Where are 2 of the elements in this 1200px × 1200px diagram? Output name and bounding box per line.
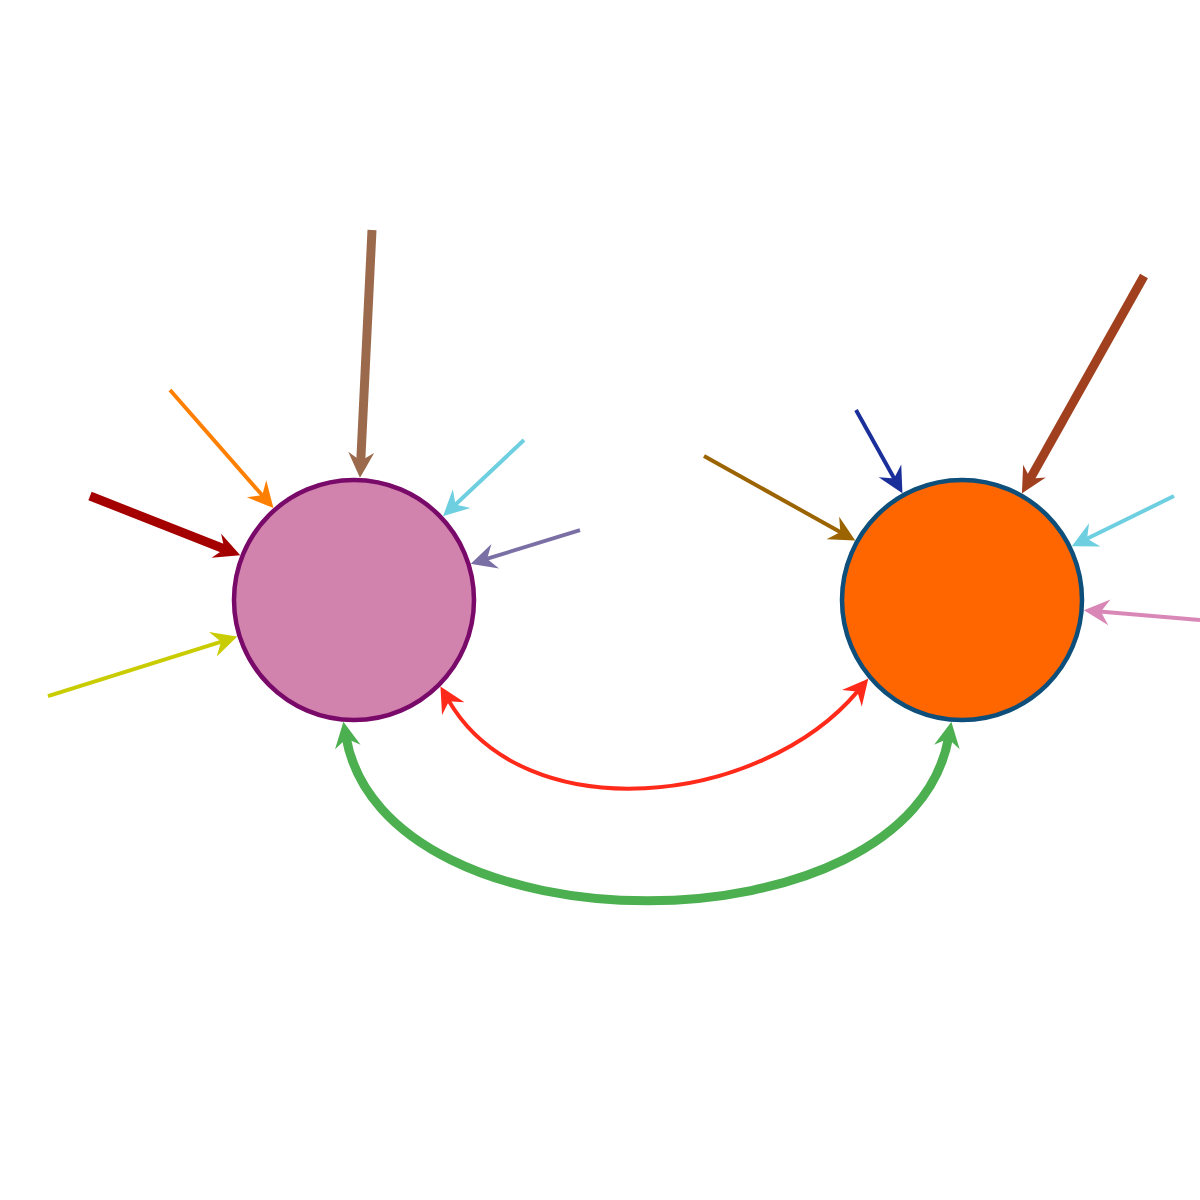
circle-shape [839,477,1085,723]
circle-shape [231,477,477,723]
